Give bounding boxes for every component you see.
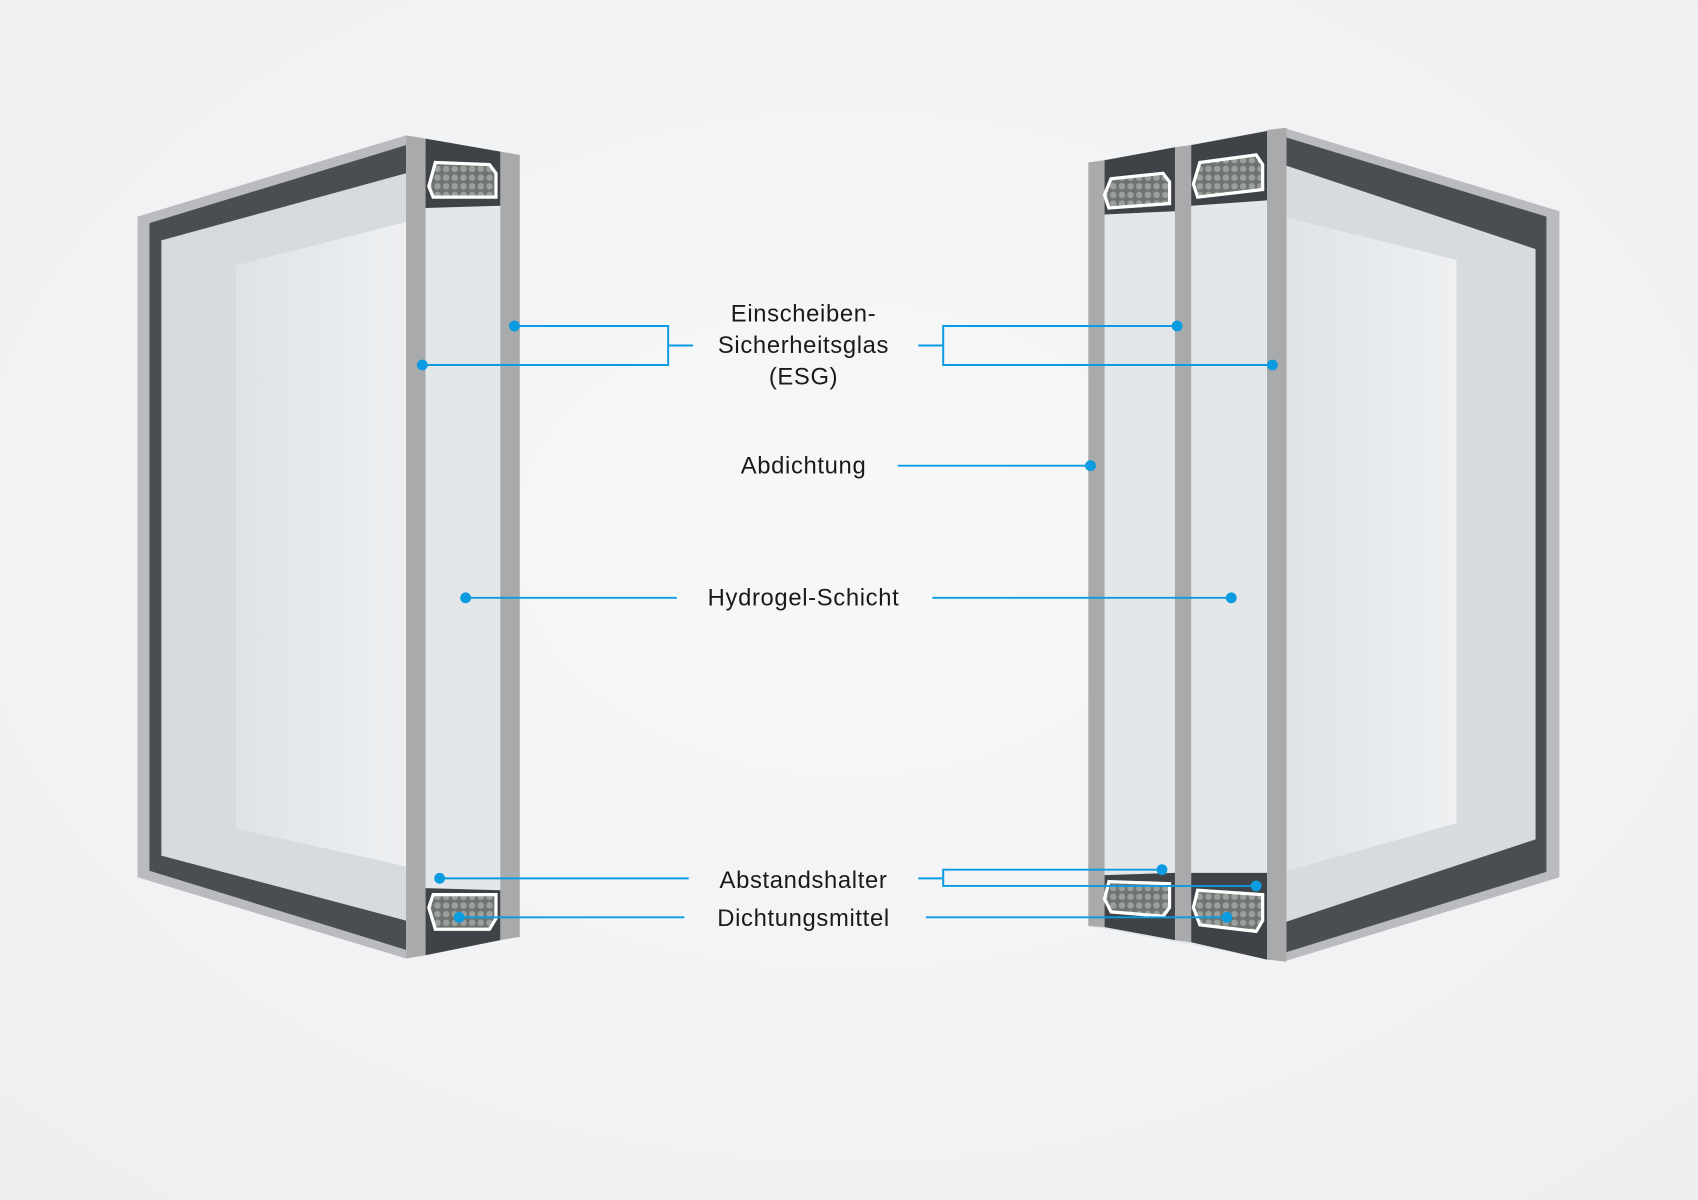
desiccant-top — [1102, 171, 1172, 210]
glass-sheet-edge — [406, 135, 426, 959]
callout-abstandshalter: Abstandshalter — [434, 864, 1262, 894]
glass-pane — [236, 222, 407, 867]
single-glazing-unit — [137, 135, 520, 959]
callout-esg: Einscheiben- Sicherheitsglas (ESG) — [416, 301, 1278, 390]
glass-pane — [1283, 216, 1457, 872]
callout-dichtungsmittel: Dichtungsmittel — [453, 905, 1233, 932]
callout-hydrogel: Hydrogel-Schicht — [460, 584, 1237, 611]
label-hydrogel: Hydrogel-Schicht — [708, 584, 900, 611]
label-abdichtung: Abdichtung — [741, 452, 867, 479]
glass-sheet-edge — [1088, 160, 1105, 928]
glass-sheet-edge — [1267, 127, 1287, 962]
label-dichtungsmittel: Dichtungsmittel — [717, 905, 890, 932]
glass-sheet-edge — [1174, 145, 1192, 943]
desiccant-bottom — [427, 892, 498, 931]
label-abstandshalter: Abstandshalter — [720, 867, 888, 894]
desiccant-top — [1191, 153, 1265, 199]
glass-sheet-edge — [500, 151, 520, 941]
label-esg-line3: (ESG) — [769, 363, 838, 390]
desiccant-bottom — [1191, 888, 1265, 934]
desiccant-bottom — [1102, 879, 1172, 918]
glass-edge — [406, 135, 520, 959]
double-glazing-unit — [1088, 127, 1560, 962]
desiccant-top — [427, 160, 498, 199]
label-esg-line1: Einscheiben- — [731, 301, 876, 328]
label-esg-line2: Sicherheitsglas — [718, 332, 889, 359]
callout-abdichtung: Abdichtung — [741, 452, 1096, 479]
